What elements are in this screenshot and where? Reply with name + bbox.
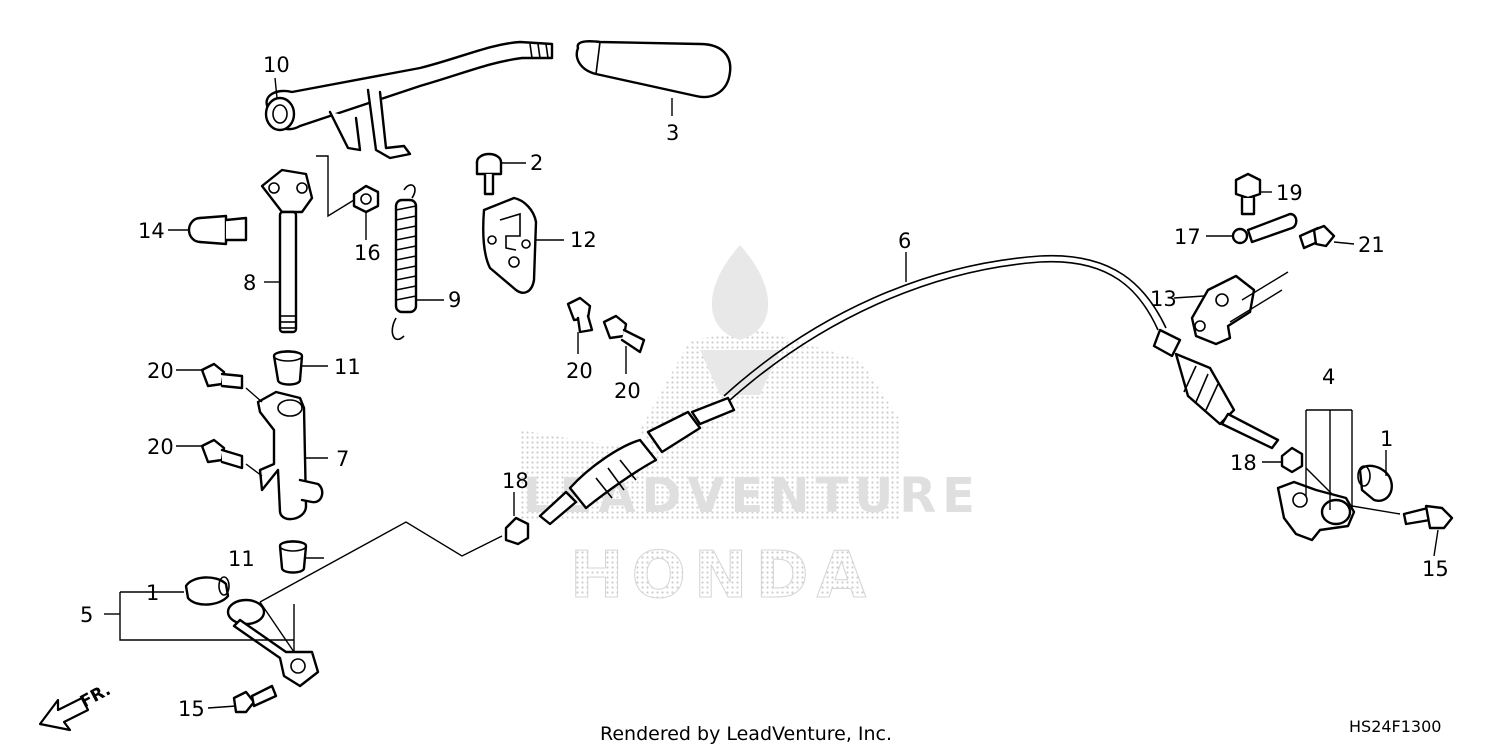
shoulder-bolt: [187, 214, 248, 246]
callout-11-upper: 11: [334, 355, 361, 379]
callout-15-left: 15: [178, 697, 205, 721]
watermark-word-bottom: HONDA: [570, 539, 874, 613]
flange-bolt-lower-left: [200, 438, 244, 470]
callout-19: 19: [1276, 181, 1303, 205]
cable-nut-left: [504, 516, 530, 546]
callout-3: 3: [666, 121, 679, 145]
lock-nut: [352, 184, 380, 214]
callout-20-plate-a: 20: [566, 359, 593, 383]
callout-20-plate-b: 20: [614, 379, 641, 403]
callout-9: 9: [448, 288, 461, 312]
cable-bracket: [1190, 274, 1256, 346]
shift-lever: [264, 40, 554, 160]
arm-bolt-left: [232, 684, 278, 714]
lever-shaft: [260, 168, 314, 334]
callout-17: 17: [1174, 225, 1201, 249]
callout-16: 16: [354, 241, 381, 265]
pivot-holder: [256, 390, 324, 521]
callout-21: 21: [1358, 233, 1385, 257]
ball-joint-right: [1357, 464, 1393, 502]
callout-8: 8: [243, 271, 256, 295]
upper-bushing: [272, 350, 304, 386]
callout-12: 12: [570, 228, 597, 252]
left-arm-assembly: [226, 598, 320, 688]
callout-10: 10: [263, 53, 290, 77]
flange-bolt-upper-left: [200, 362, 244, 390]
callout-20-upper-left: 20: [147, 359, 174, 383]
lower-bushing: [278, 540, 308, 574]
front-arrow-icon: [38, 696, 90, 732]
callout-labels: 10 3 2 12 14 16 8 9 6 19 17 21 13 11 20 …: [80, 53, 1449, 721]
lever-knob: [575, 40, 732, 99]
callout-7: 7: [336, 447, 349, 471]
right-arm-assembly: [1276, 480, 1356, 542]
watermark: LEADVENTURE HONDA: [520, 245, 975, 614]
callout-1-left: 1: [146, 581, 159, 605]
callout-18-left: 18: [502, 469, 529, 493]
footer-credit: Rendered by LeadVenture, Inc.: [600, 723, 892, 745]
pin-bolt: [475, 152, 503, 196]
bracket-bolt-side: [1298, 224, 1336, 250]
callout-6: 6: [898, 229, 911, 253]
callout-15-right: 15: [1422, 557, 1449, 581]
flange-bolt-plate-b: [602, 314, 646, 354]
return-spring: [391, 184, 418, 341]
front-direction-indicator: FR.: [38, 680, 114, 732]
callout-1-right: 1: [1380, 427, 1393, 451]
flange-bolt-plate-a: [566, 296, 594, 334]
callout-18-right: 18: [1230, 451, 1257, 475]
callout-20-lower-left: 20: [147, 435, 174, 459]
callout-5: 5: [80, 603, 93, 627]
bracket-bolt-top: [1234, 172, 1262, 216]
arm-bolt-right: [1402, 504, 1454, 530]
callout-2: 2: [530, 151, 543, 175]
callout-13: 13: [1150, 287, 1177, 311]
callout-11-lower: 11: [228, 547, 255, 571]
ball-joint-left: [184, 576, 230, 606]
callout-4: 4: [1322, 365, 1335, 389]
callout-14: 14: [138, 219, 165, 243]
diagram-code: HS24F1300: [1349, 717, 1441, 736]
cable-nut-right: [1280, 446, 1304, 474]
shift-gate-plate: [482, 196, 538, 294]
leader-lines: [104, 77, 1439, 709]
cable-clip: [1231, 212, 1298, 245]
shift-cable: [538, 254, 1280, 526]
